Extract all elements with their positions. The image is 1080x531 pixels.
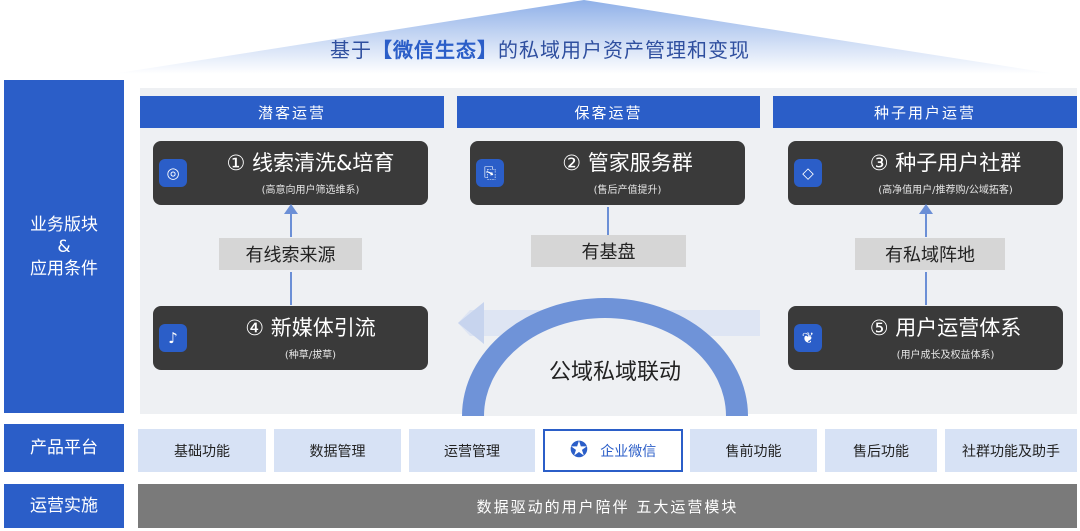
diamond-icon: ◇ [794, 159, 822, 187]
connector-line [925, 207, 927, 237]
connector-line [607, 207, 609, 235]
card-subtitle: (种草/拔草) [284, 350, 337, 361]
column-header-seed: 种子用户运营 [773, 96, 1077, 128]
product-community[interactable]: 社群功能及助手 [945, 429, 1077, 472]
arrow-up-icon [284, 204, 298, 214]
column-header-prospect: 潜客运营 [140, 96, 444, 128]
title-banner [112, 0, 1056, 74]
product-basic[interactable]: 基础功能 [138, 429, 266, 472]
card-title: ⑤ 用户运营体系 [869, 316, 1022, 340]
card-subtitle: (售后产值提升) [593, 185, 662, 196]
center-label: 公域私域联动 [548, 360, 681, 385]
card-title: ② 管家服务群 [562, 151, 693, 175]
card-title: ④ 新媒体引流 [245, 316, 376, 340]
product-wecom[interactable]: ✪ 企业微信 [543, 429, 683, 472]
card-title: ③ 种子用户社群 [869, 151, 1022, 175]
side-label-operation: 运营实施 [4, 484, 124, 528]
connector-line [290, 207, 292, 237]
card-subtitle: (高净值用户/推荐购/公域拓客) [878, 185, 1013, 196]
leaf-icon: ❦ [794, 324, 822, 352]
product-presales[interactable]: 售前功能 [690, 429, 817, 472]
condition-lead-source: 有线索来源 [219, 238, 362, 270]
product-operations[interactable]: 运营管理 [409, 429, 535, 472]
column-header-retention: 保客运营 [457, 96, 760, 128]
card-new-media: ♪ ④ 新媒体引流 (种草/拔草) [153, 306, 428, 370]
tiktok-icon: ♪ [159, 324, 187, 352]
side-label-product: 产品平台 [4, 424, 124, 472]
arrow-up-icon [919, 204, 933, 214]
card-subtitle: (高意向用户筛选维系) [261, 185, 360, 196]
card-title: ① 线索清洗&培育 [226, 151, 395, 175]
card-subtitle: (用户成长及权益体系) [896, 350, 995, 361]
linkage-arc [458, 298, 760, 416]
product-wecom-label: 企业微信 [600, 443, 657, 460]
card-user-system: ❦ ⑤ 用户运营体系 (用户成长及权益体系) [788, 306, 1063, 370]
product-data-management[interactable]: 数据管理 [274, 429, 401, 472]
side-label-business: 业务版块 & 应用条件 [4, 80, 124, 413]
return-icon: ⎘ [476, 159, 504, 187]
wecom-icon: ✪ [569, 438, 589, 463]
card-seed-community: ◇ ③ 种子用户社群 (高净值用户/推荐购/公域拓客) [788, 141, 1063, 205]
condition-private-domain: 有私域阵地 [855, 238, 1005, 270]
refresh-icon: ◎ [159, 159, 187, 187]
connector-line [925, 272, 927, 305]
page-title: 基于【微信生态】的私域用户资产管理和变现 [330, 38, 750, 62]
condition-base: 有基盘 [531, 235, 686, 267]
card-butler-group: ⎘ ② 管家服务群 (售后产值提升) [470, 141, 745, 205]
operations-bar: 数据驱动的用户陪伴 五大运营模块 [138, 484, 1077, 528]
card-lead-nurture: ◎ ① 线索清洗&培育 (高意向用户筛选维系) [153, 141, 428, 205]
connector-line [290, 272, 292, 305]
product-aftersales[interactable]: 售后功能 [825, 429, 937, 472]
